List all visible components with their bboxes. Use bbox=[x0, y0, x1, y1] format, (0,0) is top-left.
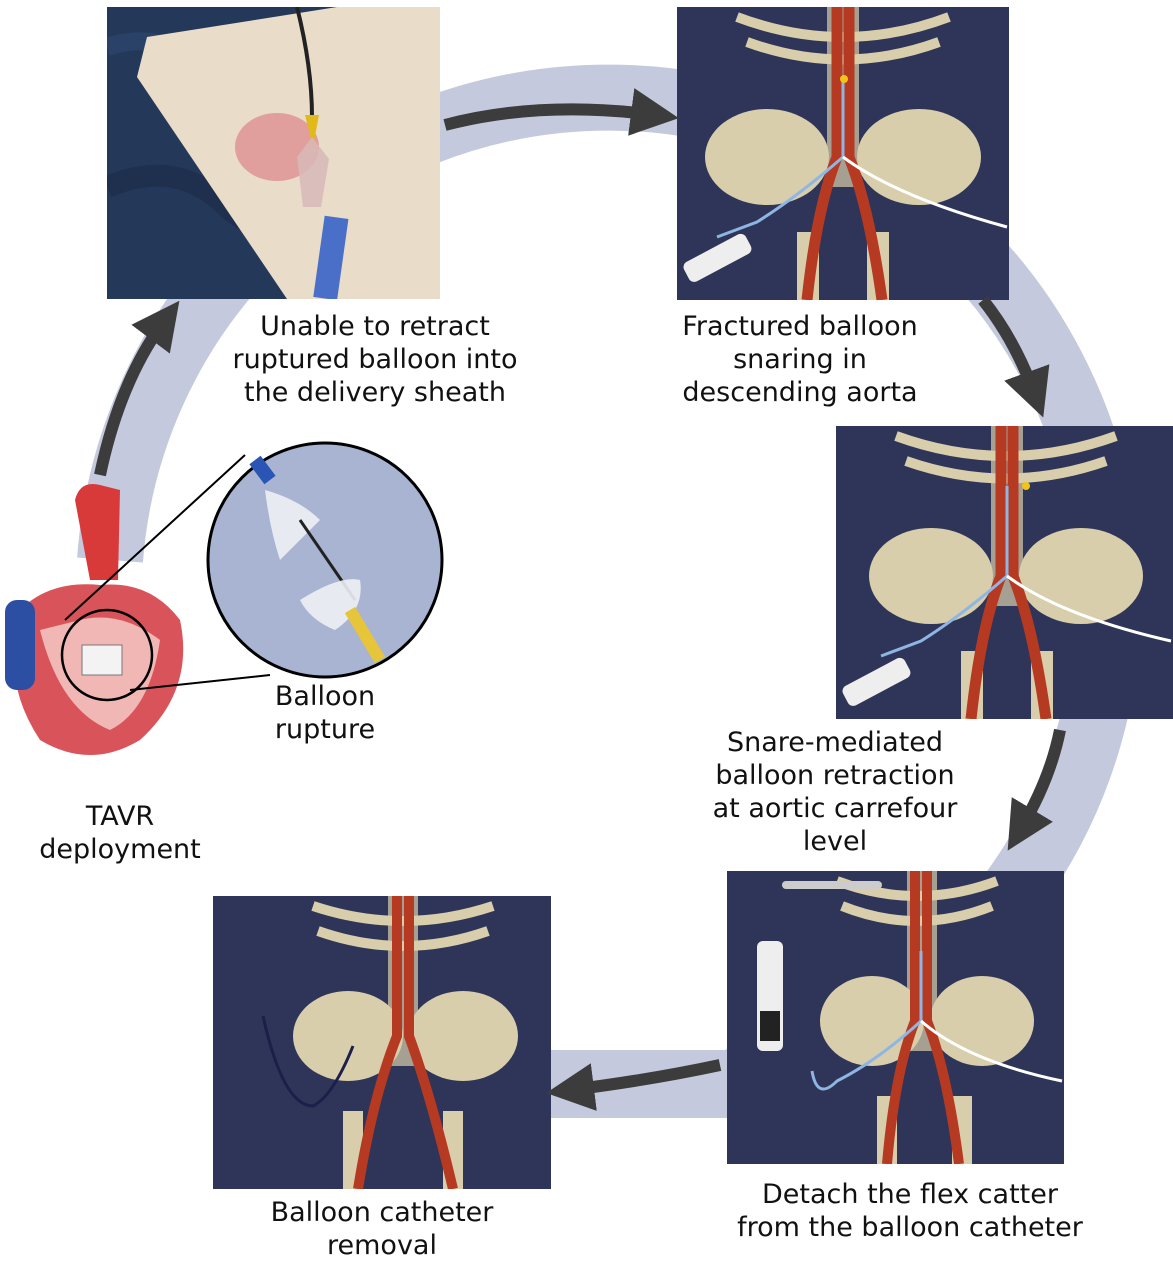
caption-line: TAVR bbox=[25, 800, 215, 833]
caption-line: rupture bbox=[235, 713, 415, 746]
caption-snaring: Fractured balloon snaring in descending … bbox=[660, 310, 940, 409]
caption-line: balloon retraction bbox=[690, 759, 980, 792]
caption-removal: Balloon catheter removal bbox=[252, 1196, 512, 1262]
caption-line: deployment bbox=[25, 833, 215, 866]
caption-tavr: TAVR deployment bbox=[25, 800, 215, 866]
caption-line: snaring in bbox=[660, 343, 940, 376]
caption-line: ruptured balloon into bbox=[215, 343, 535, 376]
caption-line: Unable to retract bbox=[215, 310, 535, 343]
caption-line: from the balloon catheter bbox=[720, 1211, 1100, 1244]
caption-line: Balloon bbox=[235, 680, 415, 713]
caption-rupture: Balloon rupture bbox=[235, 680, 415, 746]
caption-line: descending aorta bbox=[660, 376, 940, 409]
caption-line: removal bbox=[252, 1229, 512, 1262]
caption-line: the delivery sheath bbox=[215, 376, 535, 409]
caption-line: level bbox=[690, 825, 980, 858]
caption-line: Balloon catheter bbox=[252, 1196, 512, 1229]
caption-snare-retraction: Snare-mediated balloon retraction at aor… bbox=[690, 726, 980, 858]
caption-line: Snare-mediated bbox=[690, 726, 980, 759]
caption-line: Fractured balloon bbox=[660, 310, 940, 343]
caption-line: at aortic carrefour bbox=[690, 792, 980, 825]
caption-retract: Unable to retract ruptured balloon into … bbox=[215, 310, 535, 409]
caption-detach: Detach the flex catter from the balloon … bbox=[720, 1178, 1100, 1244]
caption-line: Detach the flex catter bbox=[720, 1178, 1100, 1211]
